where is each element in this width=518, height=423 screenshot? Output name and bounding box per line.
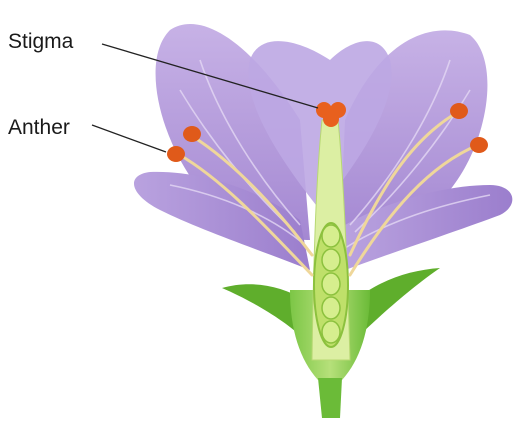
anther-label: Anther — [8, 117, 70, 138]
anther-leader-line — [92, 125, 166, 152]
anther — [183, 126, 201, 142]
anther — [167, 146, 185, 162]
ovule — [322, 249, 340, 271]
anther — [450, 103, 468, 119]
ovules — [322, 225, 340, 343]
anther — [470, 137, 488, 153]
stem — [318, 378, 342, 418]
ovule — [322, 225, 340, 247]
ovule — [322, 321, 340, 343]
ovule — [322, 297, 340, 319]
stigma-label: Stigma — [8, 31, 73, 52]
ovule — [322, 273, 340, 295]
